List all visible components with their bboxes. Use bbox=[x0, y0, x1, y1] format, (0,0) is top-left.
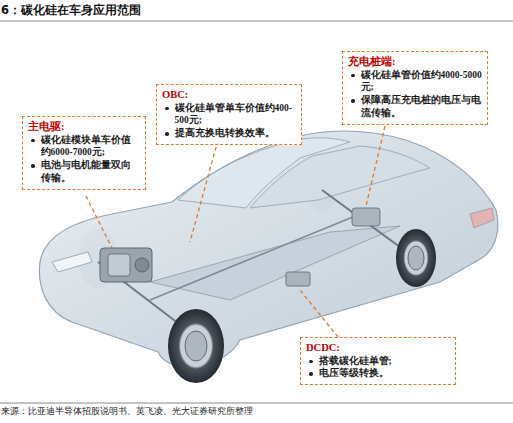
bullet-text: 碳化硅模块单车价值约6000-7000元; bbox=[41, 134, 141, 160]
bullet-row: 碳化硅单管单车价值约400-500元; bbox=[162, 102, 296, 128]
bullet-text: 搭载碳化硅单管; bbox=[319, 355, 392, 368]
bullet-dot bbox=[351, 74, 355, 78]
callout-box: DCDC:搭载碳化硅单管;电压等级转换。 bbox=[300, 337, 456, 385]
bullet-row: 提高充换电转换效率。 bbox=[162, 127, 296, 140]
bullet-row: 碳化硅模块单车价值约6000-7000元; bbox=[28, 134, 140, 160]
bullet-dot bbox=[165, 132, 169, 136]
bullet-dot bbox=[31, 139, 35, 143]
callout-box: 充电桩端:碳化硅单管价值约4000-5000元;保障高压充电桩的电压与电流传输。 bbox=[342, 51, 488, 125]
bullet-text: 提高充换电转换效率。 bbox=[175, 127, 275, 140]
bullet-text: 保障高压充电桩的电压与电流传输。 bbox=[361, 94, 483, 120]
callout-heading: OBC: bbox=[162, 88, 296, 102]
bullet-row: 保障高压充电桩的电压与电流传输。 bbox=[348, 94, 482, 120]
bullet-row: 搭载碳化硅单管; bbox=[306, 355, 450, 368]
bullet-row: 碳化硅单管价值约4000-5000元; bbox=[348, 69, 482, 95]
bullet-row: 电压等级转换。 bbox=[306, 367, 450, 380]
bullet-text: 电压等级转换。 bbox=[319, 367, 389, 380]
bullet-text: 碳化硅单管价值约4000-5000元; bbox=[361, 69, 483, 95]
callout-heading: DCDC: bbox=[306, 341, 450, 355]
bullet-text: 碳化硅单管单车价值约400-500元; bbox=[175, 102, 297, 128]
caption-rule bbox=[0, 403, 513, 404]
bullet-row: 电池与电机能量双向传输。 bbox=[28, 159, 140, 185]
figure-title: 6：碳化硅在车身应用范围 bbox=[1, 3, 141, 18]
bullet-dot bbox=[31, 164, 35, 168]
title-rule bbox=[0, 21, 513, 22]
bullet-dot bbox=[165, 107, 169, 111]
bullet-dot bbox=[351, 99, 355, 103]
bullet-dot bbox=[309, 372, 313, 376]
bullet-dot bbox=[309, 360, 313, 364]
callout-heading: 充电桩端: bbox=[348, 55, 482, 69]
source-caption: 来源：比亚迪半导体招股说明书、英飞凌、光大证券研究所整理 bbox=[1, 406, 253, 418]
bullet-text: 电池与电机能量双向传输。 bbox=[41, 159, 141, 185]
callout-box: 主电驱:碳化硅模块单车价值约6000-7000元;电池与电机能量双向传输。 bbox=[22, 116, 146, 190]
callout-box: OBC:碳化硅单管单车价值约400-500元;提高充换电转换效率。 bbox=[156, 84, 302, 145]
callout-heading: 主电驱: bbox=[28, 120, 140, 134]
